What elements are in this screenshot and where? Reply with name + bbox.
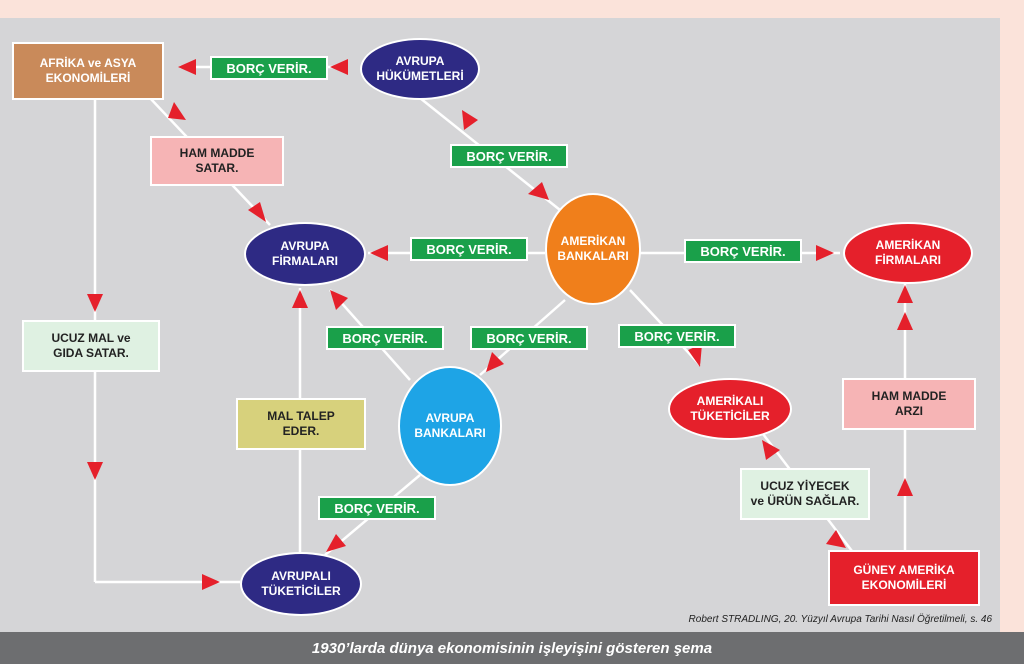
arrowhead <box>202 574 220 590</box>
arrowhead <box>292 290 308 308</box>
arrowhead <box>330 59 348 75</box>
node-line-1: AVRUPALI <box>271 569 331 583</box>
european-banks-ellipse: AVRUPA BANKALARI <box>398 366 502 486</box>
node-line-1: AMERİKAN <box>560 234 626 248</box>
arrowhead <box>462 110 478 130</box>
node-line-2: ARZI <box>895 404 923 418</box>
arrowhead <box>816 245 834 261</box>
arrowhead <box>168 102 186 120</box>
node-line-2: EKONOMİLERİ <box>861 578 947 592</box>
source-note: Robert STRADLING, 20. Yüzyıl Avrupa Tari… <box>688 614 992 625</box>
lends-label: BORÇ VERİR. <box>318 496 436 520</box>
european-firms-ellipse: AVRUPA FİRMALARI <box>244 222 366 286</box>
node-line-2: EDER. <box>282 424 320 438</box>
caption-bar: 1930’larda dünya ekonomisinin işleyişini… <box>0 632 1024 664</box>
american-consumers-ellipse: AMERİKALI TÜKETİCİLER <box>668 378 792 440</box>
south-america-economies-box: GÜNEY AMERİKA EKONOMİLERİ <box>828 550 980 606</box>
arrowhead <box>486 352 504 372</box>
node-line-1: AMERİKAN <box>875 238 941 252</box>
lends-label: BORÇ VERİR. <box>618 324 736 348</box>
node-line-1: HAM MADDE <box>871 389 947 403</box>
raw-material-sells-box: HAM MADDE SATAR. <box>150 136 284 186</box>
arrowhead <box>330 290 348 310</box>
node-line-1: MAL TALEP <box>267 409 335 423</box>
lends-label: BORÇ VERİR. <box>410 237 528 261</box>
node-line-2: GIDA SATAR. <box>53 346 129 360</box>
diagram-caption: 1930’larda dünya ekonomisinin işleyişini… <box>311 639 713 657</box>
goods-demand-box: MAL TALEP EDER. <box>236 398 366 450</box>
node-line-1: AVRUPA <box>280 239 330 253</box>
lends-label: BORÇ VERİR. <box>210 56 328 80</box>
node-line-2: ve ÜRÜN SAĞLAR. <box>750 494 860 508</box>
arrowhead <box>87 462 103 480</box>
arrowhead <box>897 312 913 330</box>
arrowhead <box>326 534 346 552</box>
node-line-2: FİRMALARI <box>272 254 338 268</box>
arrowhead <box>248 202 266 222</box>
raw-material-supply-box: HAM MADDE ARZI <box>842 378 976 430</box>
arrowhead <box>688 344 702 367</box>
node-line-1: AVRUPA <box>395 54 445 68</box>
european-consumers-ellipse: AVRUPALI TÜKETİCİLER <box>240 552 362 616</box>
node-line-2: TÜKETİCİLER <box>261 584 341 598</box>
arrowhead <box>762 440 780 460</box>
node-line-2: SATAR. <box>195 161 239 175</box>
node-line-2: FİRMALARI <box>875 253 941 267</box>
european-governments-ellipse: AVRUPA HÜKÜMETLERİ <box>360 38 480 100</box>
lends-label: BORÇ VERİR. <box>326 326 444 350</box>
node-line-1: AFRİKA ve ASYA <box>39 56 137 70</box>
arrowhead <box>87 294 103 312</box>
arrowhead <box>826 530 846 548</box>
cheap-goods-food-box: UCUZ MAL ve GIDA SATAR. <box>22 320 160 372</box>
node-line-1: UCUZ YİYECEK <box>760 479 850 493</box>
node-line-1: AMERİKALI <box>696 394 764 408</box>
diagram-canvas <box>0 18 1000 632</box>
node-line-2: BANKALARI <box>557 249 629 263</box>
node-line-1: HAM MADDE <box>179 146 255 160</box>
node-line-1: AVRUPA <box>425 411 475 425</box>
cheap-food-products-box: UCUZ YİYECEK ve ÜRÜN SAĞLAR. <box>740 468 870 520</box>
arrowhead <box>897 285 913 303</box>
lends-label: BORÇ VERİR. <box>450 144 568 168</box>
lends-label: BORÇ VERİR. <box>470 326 588 350</box>
arrowhead <box>178 59 196 75</box>
node-line-2: HÜKÜMETLERİ <box>376 69 464 83</box>
arrowhead <box>370 245 388 261</box>
node-line-2: BANKALARI <box>414 426 486 440</box>
node-line-2: TÜKETİCİLER <box>690 409 770 423</box>
american-firms-ellipse: AMERİKAN FİRMALARI <box>843 222 973 284</box>
lends-label: BORÇ VERİR. <box>684 239 802 263</box>
american-banks-ellipse: AMERİKAN BANKALARI <box>545 193 641 305</box>
node-line-2: EKONOMİLERİ <box>45 71 131 85</box>
arrowhead <box>528 182 549 200</box>
node-line-1: GÜNEY AMERİKA <box>853 563 955 577</box>
africa-asia-economies-box: AFRİKA ve ASYA EKONOMİLERİ <box>12 42 164 100</box>
arrowhead <box>897 478 913 496</box>
right-margin-strip <box>1000 18 1024 632</box>
node-line-1: UCUZ MAL ve <box>51 331 131 345</box>
